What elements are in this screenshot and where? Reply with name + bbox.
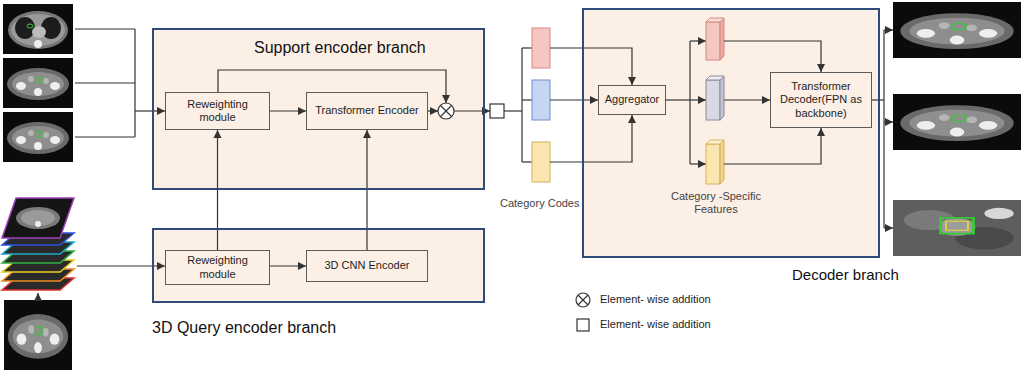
- output-image: [893, 2, 1021, 58]
- ct-image: [3, 58, 73, 108]
- category-code: [532, 142, 550, 182]
- process-box: Reweighting module: [165, 250, 270, 285]
- volume-stack: [2, 198, 74, 290]
- feature-cuboid: [706, 18, 724, 60]
- addition-square: [577, 319, 589, 331]
- ct-image: [3, 4, 73, 54]
- flow-arrow: [217, 130, 218, 250]
- box-label: Reweighting module: [169, 98, 266, 124]
- addition-square: [490, 104, 504, 118]
- addition-symbol: [438, 103, 454, 119]
- legend-label: Element- wise addition: [600, 318, 711, 331]
- ct-image: [3, 112, 73, 162]
- feature-cuboid: [706, 140, 724, 184]
- process-box: 3D CNN Encoder: [306, 250, 428, 282]
- panel-fill: [582, 8, 880, 258]
- panel-fill: [152, 228, 485, 303]
- output-image: [893, 200, 1021, 256]
- process-box: Transformer Encoder: [306, 92, 428, 130]
- code-wires: [550, 41, 706, 164]
- flow-arrow: [270, 265, 306, 266]
- addition-symbol: [576, 293, 590, 307]
- box-label: 3D CNN Encoder: [325, 259, 410, 272]
- annotation-label: Category Codes: [500, 197, 580, 210]
- category-code: [532, 80, 550, 120]
- panel-title: 3D Query encoder branch: [152, 318, 336, 337]
- box-label: Reweighting module: [169, 254, 266, 280]
- ct-image: [4, 300, 72, 370]
- box-label: Transformer Decoder(FPN as backbone): [774, 80, 868, 120]
- category-code: [532, 28, 550, 68]
- box-label: Aggregator: [605, 93, 659, 106]
- process-box: Transformer Decoder(FPN as backbone): [770, 72, 872, 128]
- branch-panel: Support encoder branchReweighting module…: [152, 28, 485, 190]
- branch-panel: Decoder branchAggregatorTransformer Deco…: [582, 8, 880, 258]
- process-box: Reweighting module: [165, 92, 270, 130]
- box-label: Transformer Encoder: [315, 104, 419, 117]
- query-wires: [38, 266, 165, 299]
- process-box: Aggregator: [598, 85, 666, 115]
- branch-panel: 3D Query encoder branchReweighting modul…: [152, 228, 485, 303]
- flow-arrow: [270, 110, 306, 111]
- panel-title: Decoder branch: [792, 266, 899, 284]
- annotation-label: Category -Specific Features: [660, 190, 772, 216]
- flow-arrow: [366, 130, 367, 250]
- output-image: [893, 94, 1021, 150]
- legend-label: Element- wise addition: [600, 293, 711, 306]
- feature-cuboid: [706, 76, 724, 120]
- panel-fill: [152, 28, 485, 190]
- panel-title: Support encoder branch: [254, 38, 426, 57]
